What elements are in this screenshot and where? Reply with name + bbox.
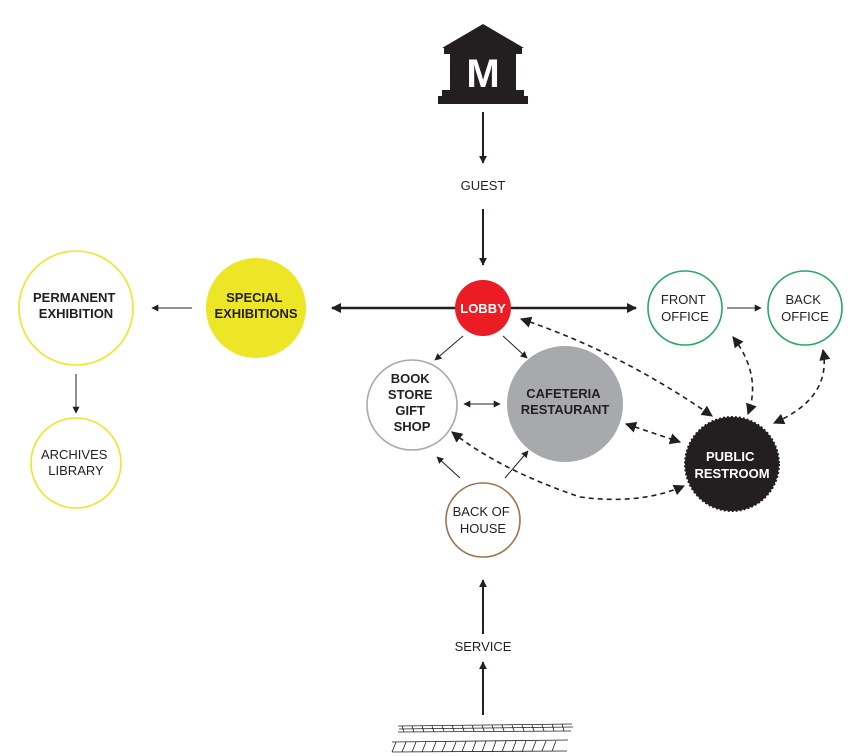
bookstore-restroom-dashed-link [451,431,686,501]
bookstore-gift-shop-label: BOOK STORE GIFT SHOP [388,371,436,434]
back-office-node: BACK OFFICE [767,270,843,346]
public-restroom-node: PUBLIC RESTROOM [684,416,780,512]
lobby-to-bookstore-arrow [434,335,464,361]
cafeteria-restroom-dashed-link [624,421,682,445]
lobby-label: LOBBY [460,301,506,316]
frontoffice-restroom-dashed-link [732,336,757,416]
permanent-exhibition-node: PERMANENT EXHIBITION [18,250,134,366]
public-restroom-label: PUBLIC RESTROOM [694,449,769,481]
archives-library-node: ARCHIVES LIBRARY [30,417,122,509]
cafeteria-restaurant-label: CAFETERIA RESTAURANT [521,386,610,417]
service-label: SERVICE [455,639,512,654]
museum-logo-letter: M [466,52,499,96]
guest-label: GUEST [461,178,506,193]
special-exhibitions-node: SPECIAL EXHIBITIONS [206,258,306,358]
front-office-label: FRONT OFFICE [661,292,709,324]
back-office-label: BACK OFFICE [781,292,829,324]
back-of-house-label: BACK OF HOUSE [453,504,514,536]
front-office-node: FRONT OFFICE [647,270,723,346]
lobby-to-cafeteria-arrow [502,335,528,359]
cafeteria-restaurant-node: CAFETERIA RESTAURANT [507,346,623,462]
back-of-house-node: BACK OF HOUSE [445,482,521,558]
backoffice-restroom-dashed-link [772,348,831,425]
lobby-node: LOBBY [455,280,511,336]
backofhouse-to-bookstore-arrow [436,456,461,479]
permanent-exhibition-label: PERMANENT EXHIBITION [33,290,119,321]
special-exhibitions-label: SPECIAL EXHIBITIONS [214,290,297,321]
bookstore-gift-shop-node: BOOK STORE GIFT SHOP [366,359,458,451]
archives-library-label: ARCHIVES LIBRARY [41,447,111,478]
loading-dock-icon [391,723,574,753]
museum-building-icon: M [438,24,528,104]
backofhouse-to-cafeteria-arrow [504,450,529,479]
